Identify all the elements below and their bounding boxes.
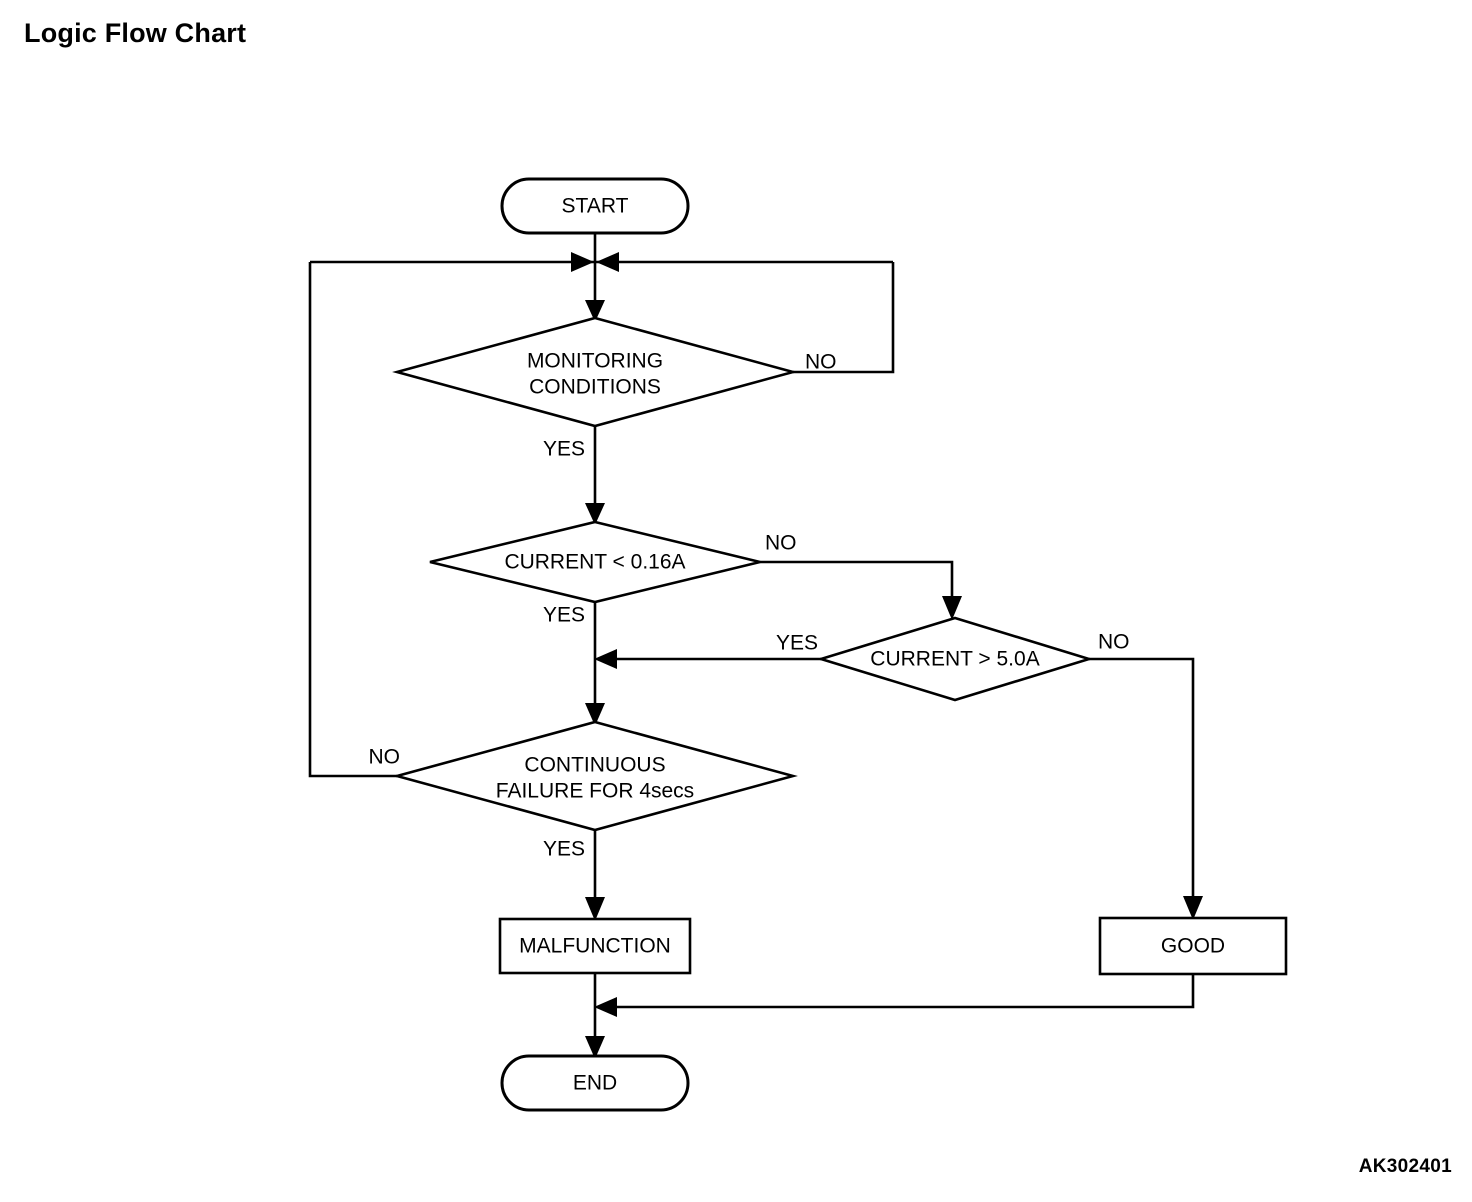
arrowhead-into-continuous-failure (585, 703, 605, 726)
edge-monitoring-no (793, 262, 895, 374)
continuous-failure-label-line1: CONTINUOUS (524, 754, 665, 777)
node-current-greater-than[interactable]: CURRENT > 5.0A (816, 616, 1094, 702)
monitoring-conditions-shape[interactable] (392, 316, 798, 428)
arrowhead-into-current-high (942, 596, 962, 620)
edge-label-continuous-failure-yes: YES (543, 838, 585, 861)
arrowhead-good-into-end-trunk (594, 997, 617, 1017)
monitoring-conditions-label-line1: MONITORING (527, 350, 663, 373)
node-end[interactable]: END (500, 1054, 690, 1112)
malfunction-shape[interactable] (498, 917, 692, 975)
current-less-than-shape[interactable] (429, 520, 761, 604)
node-malfunction[interactable]: MALFUNCTION (498, 917, 692, 975)
edge-current-high-no (1089, 657, 1195, 914)
continuous-failure-shape[interactable] (392, 720, 798, 832)
edge-continuous-failure-no (308, 262, 397, 778)
node-current-less-than[interactable]: CURRENT < 0.16A (429, 520, 761, 604)
page-title: Logic Flow Chart (24, 18, 247, 48)
good-shape[interactable] (1098, 916, 1288, 976)
monitoring-conditions-label-line2: CONDITIONS (529, 376, 661, 399)
edge-current-low-no (760, 560, 954, 614)
arrowhead-into-malfunction (585, 897, 605, 921)
arrowhead-into-good (1183, 896, 1203, 920)
arrowhead-into-current-low (585, 503, 605, 525)
edge-label-monitoring-no: NO (805, 351, 837, 374)
arrowhead-into-end (585, 1036, 605, 1059)
node-start[interactable]: START (500, 177, 690, 235)
end-shape[interactable] (500, 1054, 690, 1112)
current-greater-than-shape[interactable] (816, 616, 1094, 702)
edge-label-current-low-yes: YES (543, 604, 585, 627)
node-good[interactable]: GOOD (1098, 916, 1288, 976)
arrowhead-current-high-yes-into-trunk (594, 649, 617, 669)
malfunction-label: MALFUNCTION (519, 935, 671, 958)
end-label: END (573, 1072, 617, 1095)
start-shape[interactable] (500, 177, 690, 235)
edge-label-current-low-no: NO (765, 532, 797, 555)
continuous-failure-label-line2: FAILURE FOR 4secs (496, 780, 694, 803)
arrowhead-feedback-left-into-junction (571, 252, 594, 272)
node-layer: START MONITORING CONDITIONS CURRENT < 0.… (392, 177, 1288, 1112)
good-label: GOOD (1161, 935, 1225, 958)
current-greater-than-label: CURRENT > 5.0A (870, 648, 1039, 671)
current-less-than-label: CURRENT < 0.16A (504, 551, 685, 574)
reference-code: AK302401 (1358, 1156, 1452, 1177)
edge-label-layer: NO YES NO YES YES NO NO YES (369, 351, 1130, 861)
node-monitoring-conditions[interactable]: MONITORING CONDITIONS (392, 316, 798, 428)
connector-layer (308, 233, 1203, 1059)
edge-label-continuous-failure-no: NO (369, 746, 401, 769)
start-label: START (562, 195, 629, 218)
arrowhead-feedback-right-into-junction (596, 252, 619, 272)
edge-label-current-high-no: NO (1098, 631, 1130, 654)
edge-good-to-end (598, 974, 1195, 1009)
arrowhead-into-monitoring (585, 300, 605, 322)
edge-label-monitoring-yes: YES (543, 438, 585, 461)
node-continuous-failure[interactable]: CONTINUOUS FAILURE FOR 4secs (392, 720, 798, 832)
edge-label-current-high-yes: YES (776, 632, 818, 655)
